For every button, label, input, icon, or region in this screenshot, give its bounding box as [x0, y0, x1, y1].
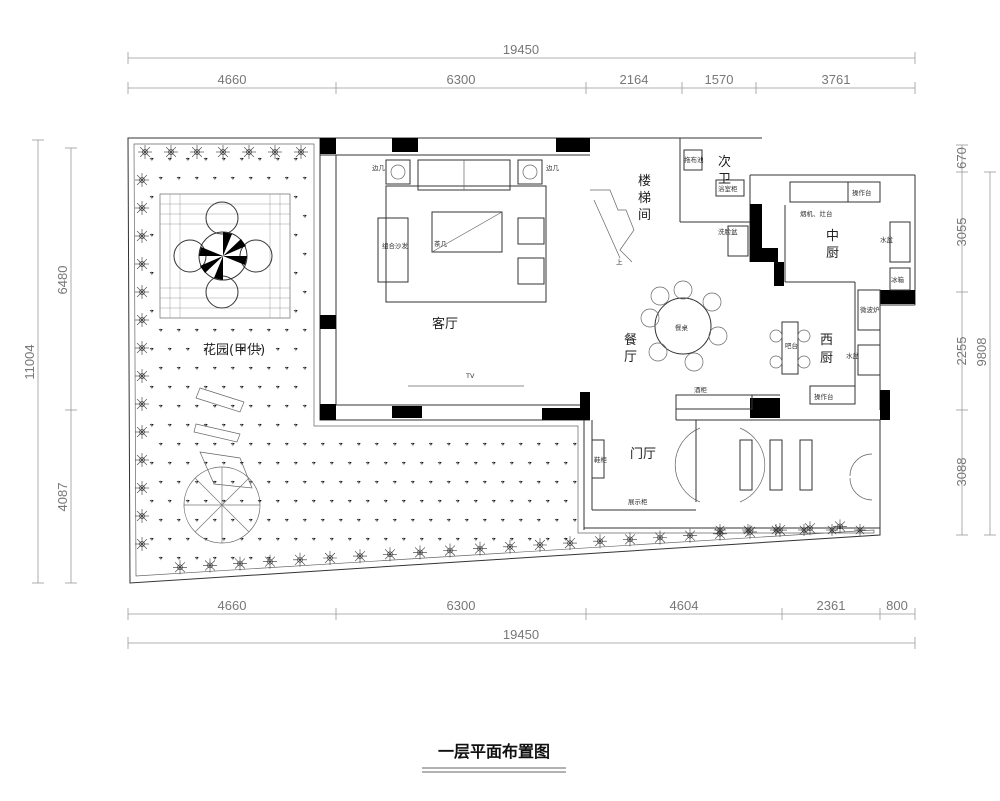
garden-deck	[159, 193, 291, 319]
label-work-counter-top: 操作台	[852, 188, 872, 197]
room-stair-3: 间	[638, 208, 651, 223]
dim-top-seg-2: 6300	[447, 72, 476, 87]
room-dining-1: 餐	[624, 332, 637, 348]
dim-top-seg-1: 4660	[218, 72, 247, 87]
dim-bottom-seg-3: 4604	[670, 598, 699, 613]
room-western-kitchen-2: 厨	[820, 351, 833, 366]
dim-bottom-total: 19450	[503, 627, 539, 642]
label-shoe-cabinet: 鞋柜	[594, 455, 608, 464]
label-sink-kitchen: 水盆	[880, 235, 894, 244]
dim-top-seg-5: 3761	[822, 72, 851, 87]
dim-top-total: 19450	[503, 42, 539, 57]
label-oven: 微波炉	[860, 305, 880, 314]
room-western-kitchen-1: 西	[820, 333, 833, 348]
dim-top-seg-4: 1570	[705, 72, 734, 87]
dim-left-seg-2: 4087	[55, 483, 70, 512]
living-room-furniture	[377, 159, 547, 303]
room-entrance: 门厅	[630, 447, 656, 462]
garden-loungers	[193, 387, 253, 489]
dim-right-seg-2: 3055	[954, 218, 969, 247]
dim-bottom-seg-1: 4660	[218, 598, 247, 613]
label-side-table-left: 边几	[372, 164, 386, 172]
label-wine-cabinet: 酒柜	[694, 385, 708, 394]
room-bath-1: 次	[718, 154, 731, 170]
garden-umbrella	[183, 466, 261, 544]
label-mop-pool: 拖布池	[684, 155, 704, 164]
label-display-cabinet: 展示柜	[628, 497, 648, 506]
room-stair-1: 楼	[638, 174, 651, 189]
label-hood-stove: 烟机、灶台	[800, 209, 833, 218]
dining-furniture	[591, 149, 911, 503]
dimension-lines	[32, 52, 996, 649]
label-work-counter-west: 操作台	[814, 392, 834, 401]
room-kitchen-1: 中	[826, 229, 839, 244]
label-stair-up: 上	[616, 257, 623, 266]
dim-right-seg-4: 3088	[954, 458, 969, 487]
label-tea-table: 茶几	[434, 239, 448, 248]
drawing-title: 一层平面布置图	[438, 742, 550, 761]
label-tv: TV	[465, 372, 475, 380]
dim-bottom-seg-2: 6300	[447, 598, 476, 613]
label-wash-basin: 洗脸盆	[718, 227, 738, 236]
dim-right-seg-1: 670	[954, 147, 969, 169]
room-kitchen-2: 厨	[826, 246, 839, 261]
label-fridge: 冰箱	[891, 275, 905, 284]
room-living-room: 客厅	[432, 316, 458, 332]
label-dining-table: 餐桌	[675, 323, 689, 332]
dim-left-seg-1: 6480	[55, 266, 70, 295]
room-stair-2: 梯	[638, 191, 651, 206]
label-combo-sofa: 组合沙发	[382, 241, 409, 250]
garden-plants	[135, 145, 866, 575]
staircase	[590, 189, 635, 263]
room-dining-2: 厅	[624, 350, 637, 365]
label-side-table-right: 边几	[546, 164, 560, 172]
dim-top-seg-3: 2164	[620, 72, 649, 87]
dim-bottom-seg-4: 2361	[817, 598, 846, 613]
room-bath-2: 卫	[718, 172, 731, 187]
label-bar-counter: 吧台	[785, 341, 798, 350]
building-walls	[319, 137, 916, 530]
garden-area	[127, 137, 881, 584]
room-garden: 花园(甲供)	[203, 342, 265, 358]
dim-right-seg-3: 2255	[954, 337, 969, 366]
dim-right-total: 9808	[974, 338, 989, 367]
dim-left-total: 11004	[22, 344, 37, 379]
label-bath-cabinet: 浴室柜	[718, 184, 738, 193]
label-sink-west: 水盆	[846, 351, 860, 360]
dim-bottom-seg-5: 800	[886, 598, 908, 613]
